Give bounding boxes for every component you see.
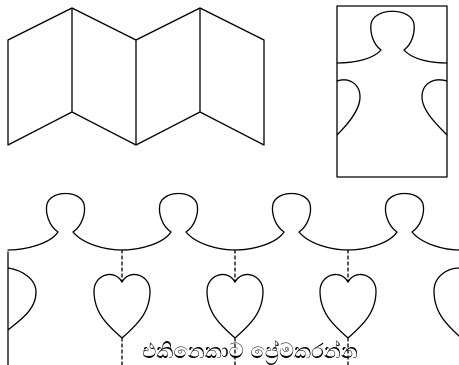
heart-shape (94, 274, 150, 338)
template-sheet (337, 6, 447, 177)
heart-partial (434, 268, 459, 336)
half-heart-right (422, 80, 447, 135)
figure-head-outline (337, 11, 447, 63)
people-chain-outline (8, 194, 459, 251)
arm-left-edge (8, 268, 36, 330)
heart-shape (207, 274, 263, 338)
heart-shape (320, 274, 376, 338)
half-heart-left (337, 80, 360, 135)
cut-template (337, 6, 447, 177)
caption-text: එකිනෙකාට ප්‍රේමකරන්න (100, 339, 400, 363)
folded-paper (8, 8, 264, 145)
